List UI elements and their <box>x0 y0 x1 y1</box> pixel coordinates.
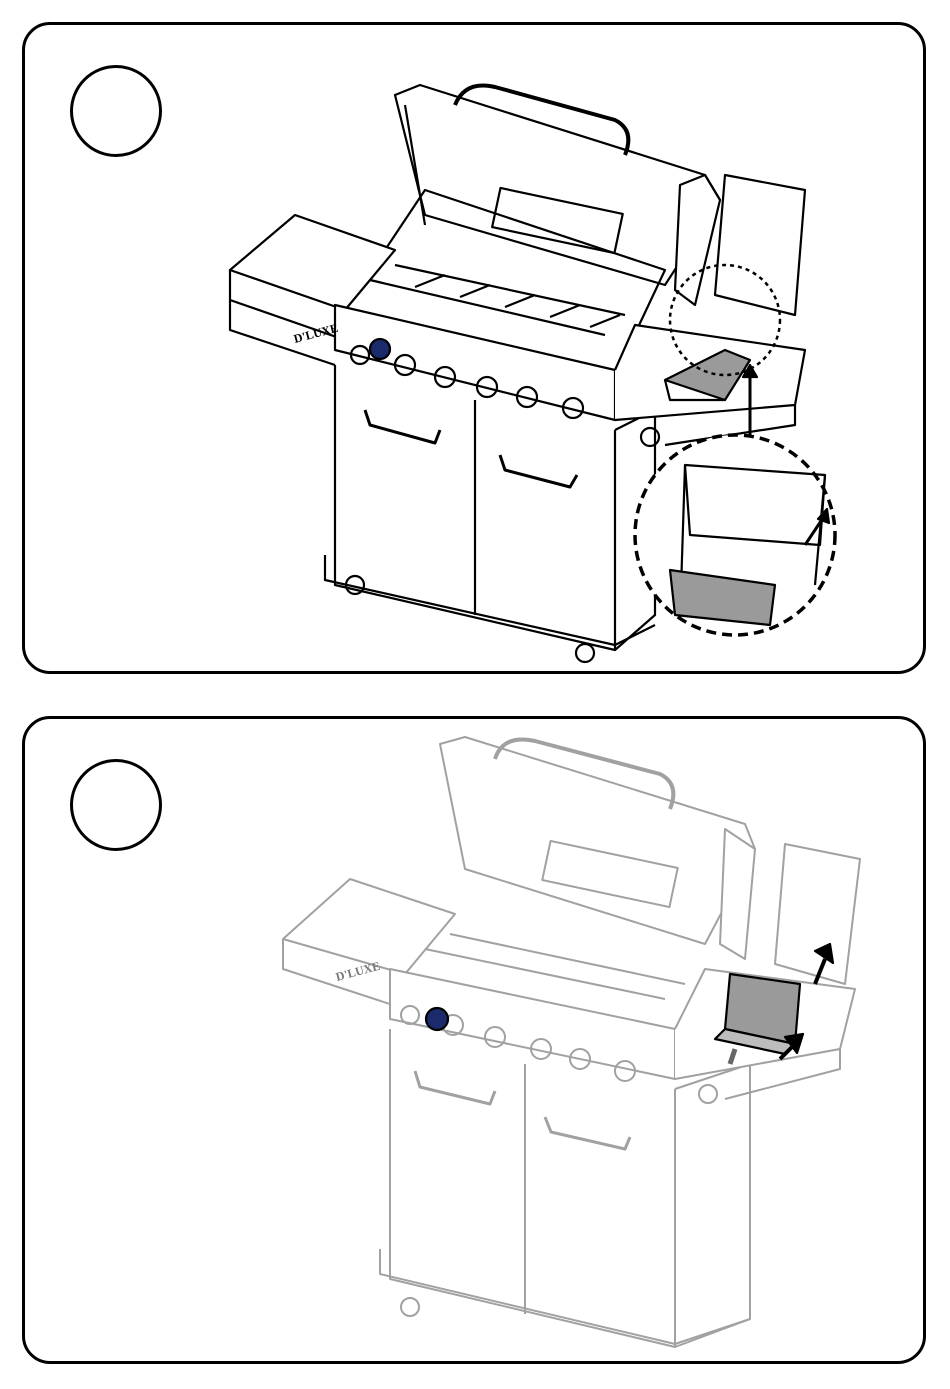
step-panel-1: D'LUXE <box>22 22 926 674</box>
grill-illustration: D'LUXE <box>25 25 926 674</box>
brand-logo: D'LUXE <box>334 959 381 984</box>
grill-illustration: D'LUXE <box>25 719 926 1364</box>
step-panel-2: D'LUXE <box>22 716 926 1364</box>
